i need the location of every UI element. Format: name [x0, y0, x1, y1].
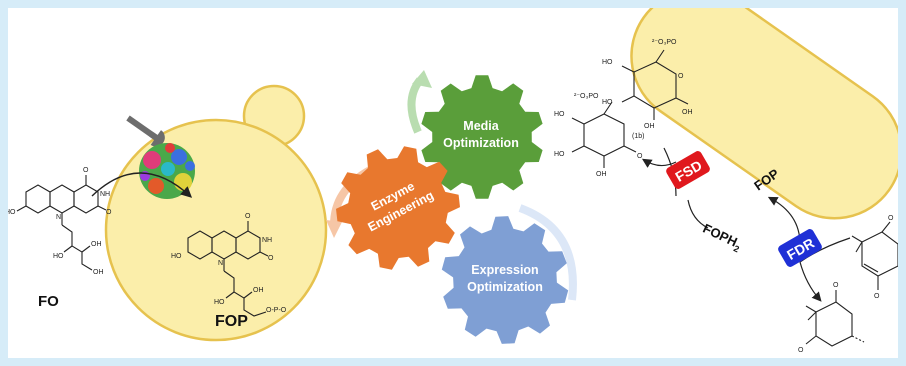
svg-text:Optimization: Optimization: [467, 280, 543, 294]
fsd-enzyme-box[interactable]: FSD: [665, 150, 712, 191]
svg-text:O: O: [874, 293, 880, 300]
svg-text:OH: OH: [91, 241, 102, 248]
fdr-product-arrow: [799, 261, 822, 302]
svg-text:Media: Media: [463, 119, 499, 133]
svg-text:HO: HO: [602, 59, 613, 66]
svg-text:HO: HO: [602, 99, 613, 106]
cycle-arrow-green: [407, 77, 424, 134]
cycle-arrow-blue: [518, 204, 577, 301]
figure-frame: HO O NH O N HO OH OH FO HO O NH O N HO O…: [8, 8, 898, 358]
svg-text:HO: HO: [53, 253, 64, 260]
svg-text:HO: HO: [8, 209, 16, 216]
svg-text:O: O: [83, 167, 89, 174]
svg-text:O: O: [245, 213, 251, 220]
svg-text:OH: OH: [682, 109, 693, 116]
fop-molecule: [187, 221, 269, 317]
svg-text:HO: HO: [554, 151, 565, 158]
svg-text:N: N: [218, 260, 223, 267]
fop-cell-label: FOP: [215, 313, 248, 330]
svg-text:²⁻O₃PO: ²⁻O₃PO: [574, 93, 599, 100]
phosphogluconolactone: [571, 101, 637, 168]
foph2-label: FOPH2: [699, 221, 744, 255]
bacterial-cell: [630, 8, 898, 220]
svg-text:Optimization: Optimization: [443, 136, 519, 150]
substrate-molecule: [851, 221, 898, 290]
svg-text:O: O: [888, 215, 894, 222]
svg-text:Expression: Expression: [471, 263, 538, 277]
svg-text:O: O: [833, 282, 839, 289]
fsd-product-arrow: [641, 158, 677, 168]
svg-text:O: O: [637, 153, 643, 160]
gear-media[interactable]: Media Optimization: [421, 75, 543, 199]
svg-text:NH: NH: [262, 237, 272, 244]
svg-text:O: O: [106, 209, 112, 216]
intermediate-label: (1b): [632, 133, 644, 140]
svg-text:O: O: [798, 347, 804, 354]
svg-text:O: O: [678, 73, 684, 80]
yeast-mother-cell: [104, 118, 328, 342]
svg-text:NH: NH: [100, 191, 110, 198]
svg-text:O-P-O: O-P-O: [266, 307, 287, 314]
bacterial-cell-body: [630, 8, 898, 220]
svg-text:OH: OH: [253, 287, 264, 294]
uptake-arrow: [91, 172, 193, 198]
svg-text:²⁻O₃PO: ²⁻O₃PO: [652, 39, 677, 46]
svg-text:OH: OH: [596, 171, 607, 178]
glucose-6-phosphate: [621, 49, 689, 120]
svg-text:HO: HO: [214, 299, 225, 306]
protein-structure-icon: [139, 143, 195, 199]
cycle-foph2-arrow: [687, 199, 709, 229]
svg-text:OH: OH: [93, 269, 104, 276]
svg-text:O: O: [268, 255, 274, 262]
gear-expression[interactable]: Expression Optimization: [441, 216, 569, 344]
svg-text:OH: OH: [644, 123, 655, 130]
gear-enzyme[interactable]: Enzyme Engineering: [336, 146, 460, 270]
fo-label: FO: [38, 293, 59, 310]
svg-text:HO: HO: [171, 253, 182, 260]
graphical-abstract: HO O NH O N HO OH OH FO HO O NH O N HO O…: [8, 8, 898, 354]
fo-molecule: [16, 175, 107, 271]
product-molecule: [805, 290, 865, 347]
svg-text:HO: HO: [554, 111, 565, 118]
svg-text:N: N: [56, 214, 61, 221]
wrench-icon: [126, 115, 165, 147]
